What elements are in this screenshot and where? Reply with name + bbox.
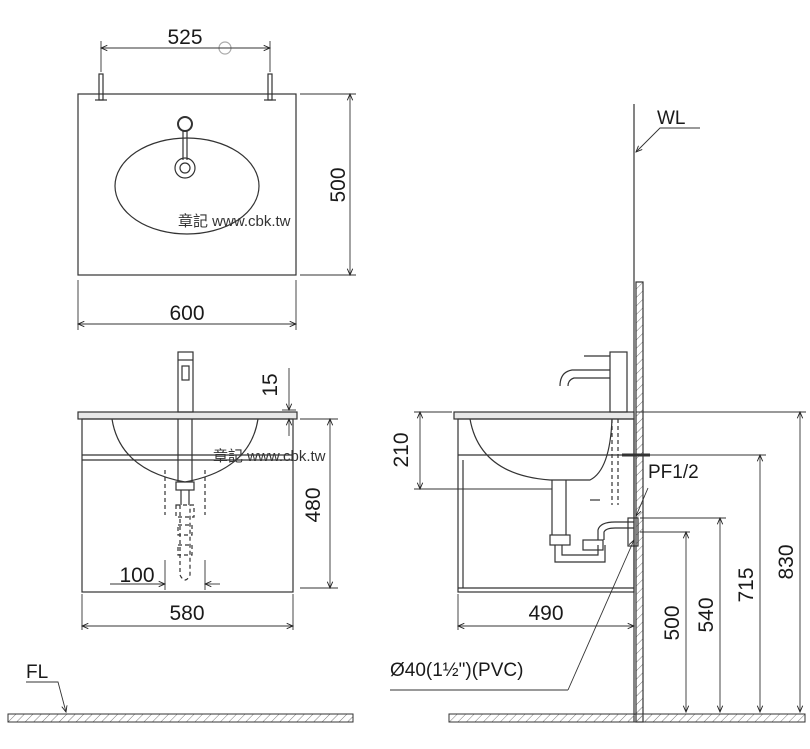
- front-cabinet: [81, 418, 294, 593]
- top-dim-600: 600: [169, 302, 204, 325]
- front-dim-580: 580: [169, 602, 204, 625]
- top-watermark: 章記 www.cbk.tw: [178, 212, 291, 230]
- front-view: [77, 351, 338, 630]
- side-dim-715: 715: [735, 567, 758, 602]
- front-dim-100: 100: [119, 564, 154, 587]
- top-view-faucet-handle: [177, 116, 193, 132]
- top-view-countertop: [77, 93, 297, 276]
- side-countertop: [453, 411, 635, 420]
- top-dim-525: 525: [167, 26, 202, 49]
- floor: [7, 681, 806, 723]
- top-view-bracket-right: [264, 73, 276, 101]
- floor-label-fl: FL: [26, 662, 48, 683]
- side-label-wl: WL: [657, 108, 686, 129]
- front-trap: [164, 470, 206, 581]
- front-dim-15: 15: [259, 373, 282, 396]
- floor-left: [7, 713, 354, 723]
- front-countertop: [77, 411, 298, 420]
- side-label-pf: PF1/2: [648, 462, 699, 483]
- top-view-bracket-left: [95, 73, 107, 101]
- side-cabinet: [457, 418, 635, 593]
- side-dim-830: 830: [775, 544, 798, 579]
- side-basin: [469, 418, 613, 481]
- side-dim-500: 500: [661, 605, 684, 640]
- front-watermark: 章記 www.cbk.tw: [213, 447, 326, 465]
- top-view-faucet-base: [174, 157, 196, 179]
- side-label-drain: Ø40(1½")(PVC): [390, 660, 523, 681]
- side-trap: [549, 419, 639, 563]
- front-dim-480: 480: [302, 487, 325, 522]
- floor-right: [448, 713, 806, 723]
- side-dim-540: 540: [695, 597, 718, 632]
- front-faucet: [177, 351, 194, 413]
- side-faucet: [559, 351, 628, 413]
- side-dim-490: 490: [528, 602, 563, 625]
- top-dim-500: 500: [327, 167, 350, 202]
- wl-leader: [636, 127, 700, 152]
- side-dim-210: 210: [390, 432, 413, 467]
- side-view: [414, 104, 806, 723]
- fl-leader: [26, 681, 66, 712]
- top-view: [78, 41, 356, 330]
